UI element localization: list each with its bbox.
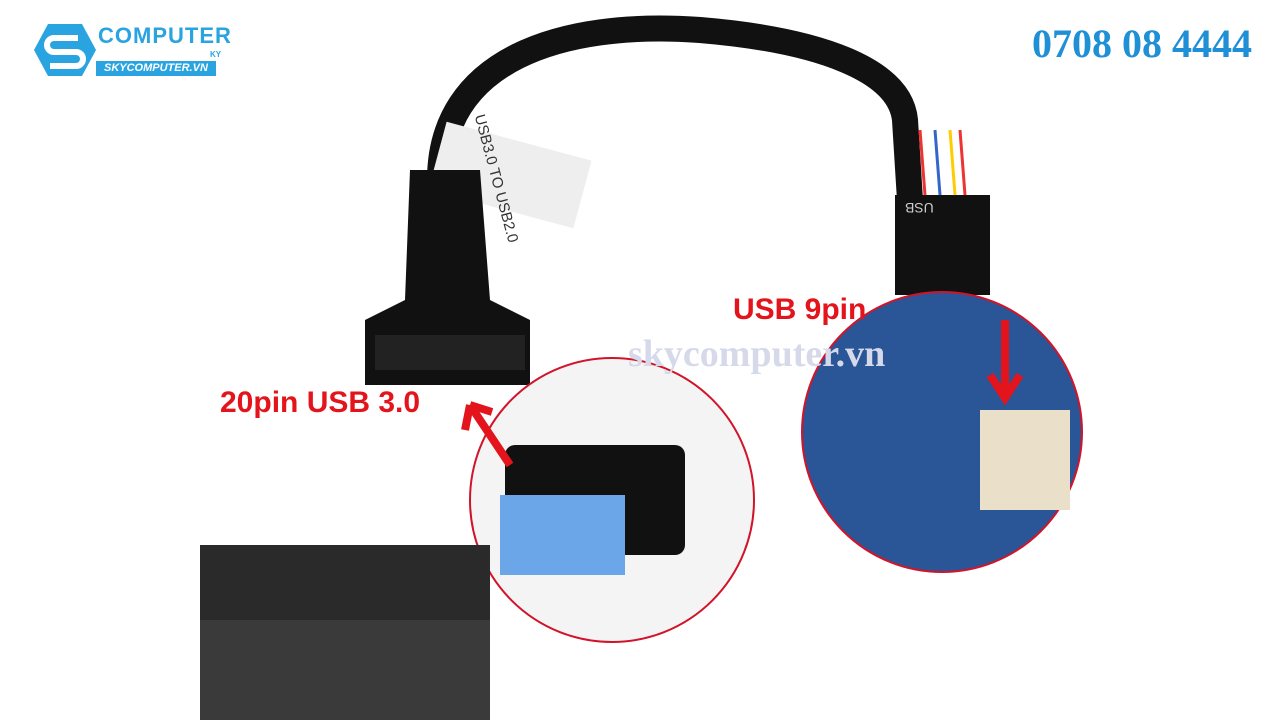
logo-hexagon-icon [34, 24, 96, 76]
logo-ky: KY [210, 50, 222, 59]
connector-label: USB [905, 200, 934, 216]
label-20pin-usb3: 20pin USB 3.0 [220, 386, 421, 419]
logo-domain: SKYCOMPUTER.VN [96, 61, 216, 76]
watermark: skycomputer.vn [628, 333, 886, 375]
logo-title: COMPUTER [98, 23, 232, 48]
phone-number: 0708 08 4444 [1032, 21, 1252, 66]
label-usb-9pin: USB 9pin [733, 293, 867, 326]
